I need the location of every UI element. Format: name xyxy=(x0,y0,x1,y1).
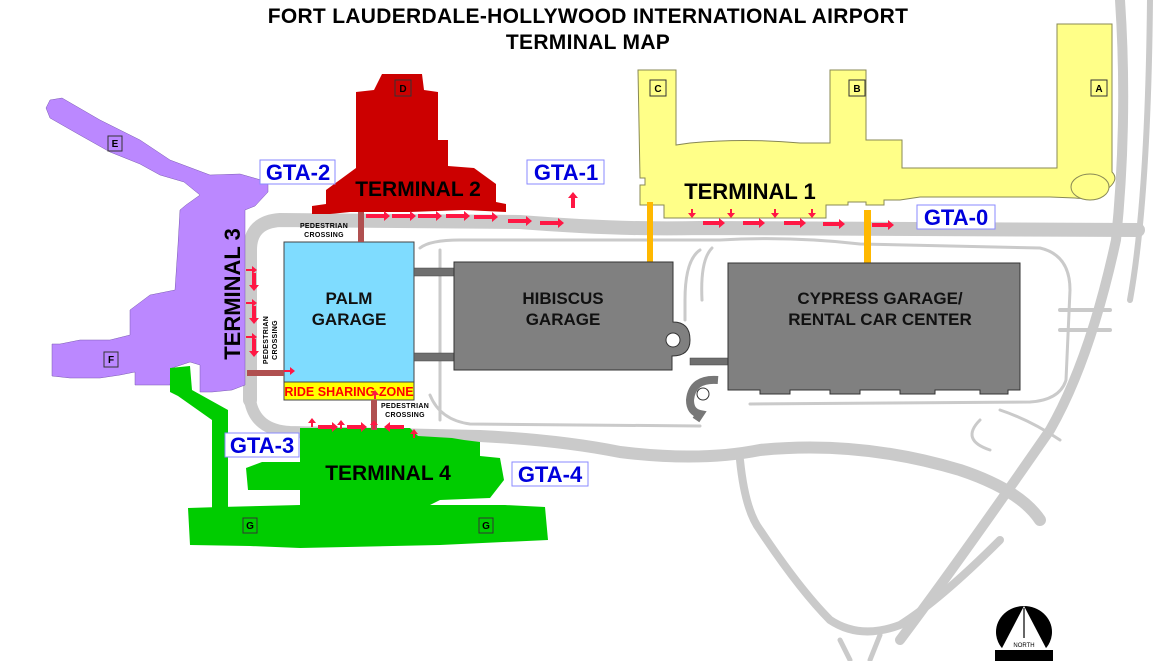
terminal-4[interactable]: TERMINAL 4 G G xyxy=(170,366,548,548)
map-title: FORT LAUDERDALE-HOLLYWOOD INTERNATIONAL … xyxy=(0,4,1176,56)
concourse-c[interactable]: C xyxy=(649,79,667,97)
hibiscus-garage-label-line2: GARAGE xyxy=(526,310,601,329)
terminal-2-building xyxy=(312,74,506,214)
pedestrian-crossing-terminal-4: PEDESTRIAN CROSSING xyxy=(371,400,429,430)
walkway-arrows xyxy=(246,192,894,438)
concourse-g-east-label: G xyxy=(482,521,490,532)
concourse-f-label: F xyxy=(108,355,114,366)
gta-1-label: GTA-1 xyxy=(534,160,598,185)
gta-0[interactable]: GTA-0 xyxy=(916,204,996,230)
hibiscus-garage-label-line1: HIBISCUS xyxy=(522,289,603,308)
hibiscus-garage-building xyxy=(453,261,691,371)
hibiscus-ramp-helix xyxy=(665,332,681,348)
palm-garage-label-line1: PALM xyxy=(326,289,373,308)
crosswalk-stripes xyxy=(371,400,377,430)
concourse-e[interactable]: E xyxy=(107,135,123,152)
map-title-line1: FORT LAUDERDALE-HOLLYWOOD INTERNATIONAL … xyxy=(267,5,909,28)
pedestrian-crossing-label-line2: CROSSING xyxy=(304,232,344,239)
concourse-b-marker xyxy=(848,79,866,97)
concourse-g-west[interactable]: G xyxy=(242,517,258,534)
concourse-c-label: C xyxy=(654,84,661,95)
terminal-3-building xyxy=(45,97,269,393)
terminal-1-rotunda xyxy=(1070,173,1110,201)
pedestrian-crossing-label-line1: PEDESTRIAN xyxy=(300,223,348,230)
concourse-f[interactable]: F xyxy=(103,351,119,368)
concourse-e-marker xyxy=(107,135,123,152)
palm-garage-label-line2: GARAGE xyxy=(312,310,387,329)
pedestrian-crossing-label-line2: CROSSING xyxy=(272,320,279,360)
map-title-line2: TERMINAL MAP xyxy=(505,31,671,54)
gta-3-label: GTA-3 xyxy=(230,433,294,458)
concourse-a-label: A xyxy=(1095,84,1102,95)
palm-hibiscus-bridge-north xyxy=(413,267,455,277)
palm-hibiscus-bridge-south xyxy=(413,352,455,362)
gta-3-box xyxy=(224,432,300,458)
pedestrian-crossing-label-line2: CROSSING xyxy=(385,412,425,419)
north-label: NORTH xyxy=(1013,643,1034,649)
north-arrow: NORTH xyxy=(995,606,1053,661)
terminal-2[interactable]: TERMINAL 2 D xyxy=(312,74,506,214)
terminal-3-label: TERMINAL 3 xyxy=(220,228,245,360)
terminal-2-label: TERMINAL 2 xyxy=(355,178,481,201)
pedestrian-crossing-terminal-3: PEDESTRIAN CROSSING xyxy=(247,316,284,376)
concourse-g-east-marker xyxy=(478,517,494,534)
gta-2-box xyxy=(259,159,336,185)
gta-4-box xyxy=(511,461,589,487)
terminal-1[interactable]: TERMINAL 1 C B A xyxy=(637,23,1116,219)
gta-2[interactable]: GTA-2 xyxy=(259,159,336,185)
concourse-d-marker xyxy=(394,79,412,97)
terminal-4-label: TERMINAL 4 xyxy=(325,462,451,485)
crosswalk-stripes xyxy=(247,370,284,376)
ride-sharing-zone-label: RIDE SHARING ZONE xyxy=(284,385,413,399)
gta-0-box xyxy=(916,204,996,230)
concourse-b[interactable]: B xyxy=(848,79,866,97)
palm-garage[interactable]: PALM GARAGE xyxy=(283,241,415,383)
concourse-g-west-marker xyxy=(242,517,258,534)
gta-4[interactable]: GTA-4 xyxy=(511,461,589,487)
concourse-g-east[interactable]: G xyxy=(478,517,494,534)
cypress-garage-building xyxy=(727,262,1021,395)
hibiscus-garage[interactable]: HIBISCUS GARAGE xyxy=(453,261,691,371)
concourse-c-marker xyxy=(649,79,667,97)
gta-1[interactable]: GTA-1 xyxy=(526,159,605,185)
cypress-garage[interactable]: CYPRESS GARAGE/ RENTAL CAR CENTER xyxy=(685,262,1021,423)
cypress-garage-label-line2: RENTAL CAR CENTER xyxy=(788,310,972,329)
concourse-d-label: D xyxy=(399,84,406,95)
pedestrian-crossing-label-line1: PEDESTRIAN xyxy=(381,403,429,410)
cypress-ramp-helix xyxy=(685,375,719,423)
terminal-1-bridge-west xyxy=(647,202,653,265)
concourse-g-west-label: G xyxy=(246,521,254,532)
terminal-4-building xyxy=(188,428,548,548)
palm-garage-building xyxy=(283,241,415,383)
concourse-e-label: E xyxy=(112,139,119,150)
pedestrian-crossing-terminal-2: PEDESTRIAN CROSSING xyxy=(300,212,364,242)
gta-3[interactable]: GTA-3 xyxy=(224,432,300,458)
terminal-3[interactable]: TERMINAL 3 E F xyxy=(45,97,269,393)
concourse-f-marker xyxy=(103,351,119,368)
hibiscus-cypress-bridge xyxy=(689,357,731,366)
gta-4-label: GTA-4 xyxy=(518,462,583,487)
concourse-d[interactable]: D xyxy=(394,79,412,97)
pedestrian-crossing-label-line1: PEDESTRIAN xyxy=(263,316,270,364)
terminal-1-building xyxy=(637,23,1116,219)
terminal-1-label: TERMINAL 1 xyxy=(684,179,816,204)
concourse-a-marker xyxy=(1090,79,1108,97)
gta-0-label: GTA-0 xyxy=(924,205,988,230)
concourse-b-label: B xyxy=(853,84,860,95)
terminal-4-connector xyxy=(170,366,228,510)
ride-sharing-zone[interactable]: RIDE SHARING ZONE xyxy=(283,381,415,401)
cypress-garage-label-line1: CYPRESS GARAGE/ xyxy=(797,289,963,308)
terminal-1-bridge-east xyxy=(864,210,871,264)
crosswalk-stripes xyxy=(358,212,364,242)
ride-sharing-zone-area xyxy=(283,381,415,401)
gta-1-box xyxy=(526,159,605,185)
concourse-a[interactable]: A xyxy=(1090,79,1108,97)
cypress-helix-center xyxy=(696,387,710,401)
gta-2-label: GTA-2 xyxy=(266,160,330,185)
